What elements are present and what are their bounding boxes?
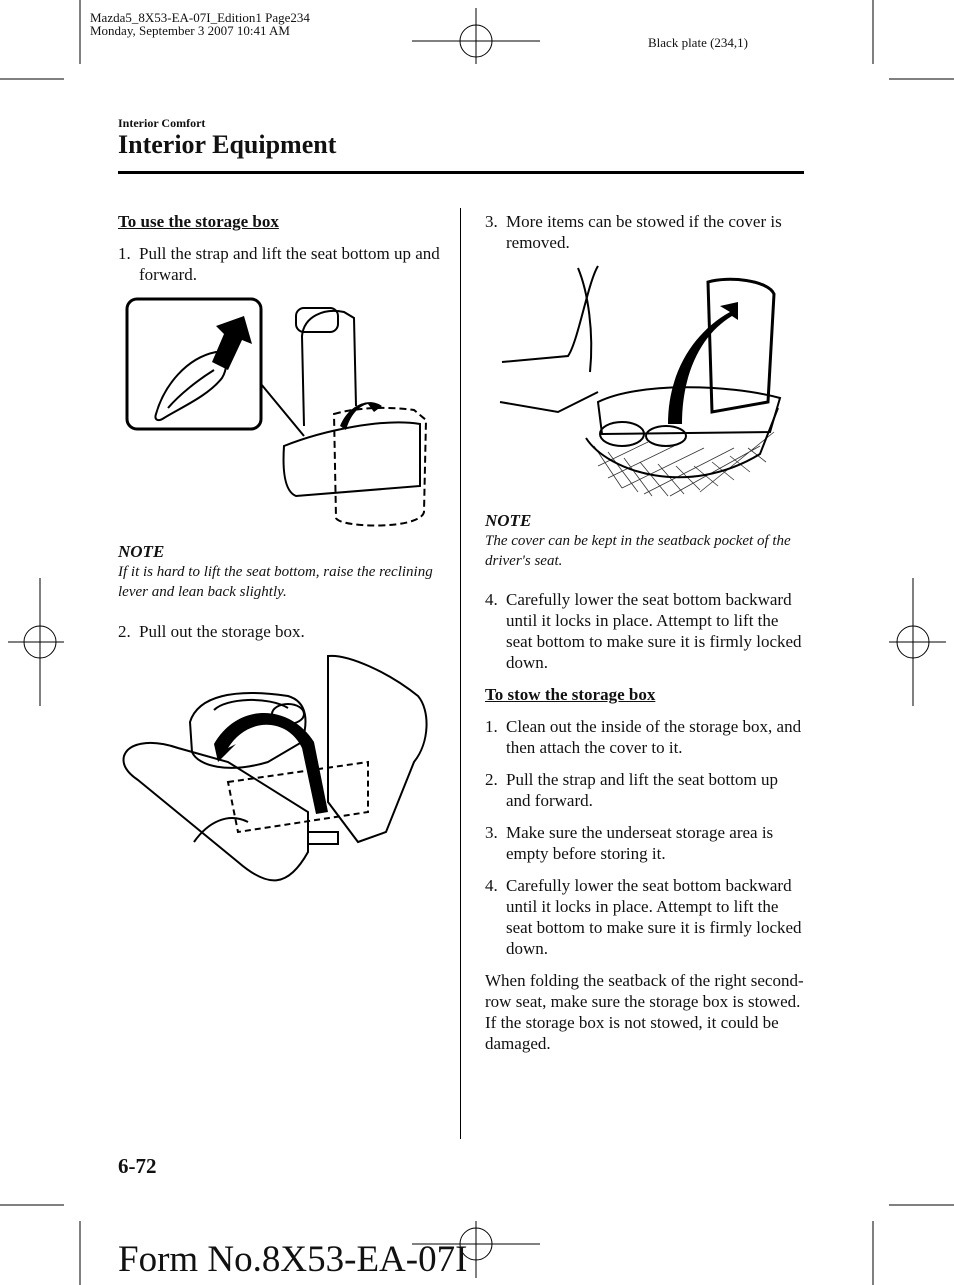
list-item: 1.Pull the strap and lift the seat botto… [118, 244, 440, 284]
list-item: 2.Pull the strap and lift the seat botto… [485, 770, 778, 810]
list-item: 3.Make sure the underseat storage area i… [485, 823, 774, 863]
cover-removed-illustration [499, 265, 782, 497]
title-rule [118, 171, 804, 174]
note-heading: NOTE [118, 542, 165, 561]
note-heading: NOTE [485, 511, 532, 530]
note-text: If it is hard to lift the seat bottom, r… [118, 564, 433, 600]
page-title: Interior Equipment [118, 130, 337, 159]
list-item: 4.Carefully lower the seat bottom backwa… [485, 590, 802, 672]
note-text: The cover can be kept in the seatback po… [485, 533, 791, 569]
right-note: NOTE The cover can be kept in the seatba… [485, 511, 805, 571]
left-note: NOTE If it is hard to lift the seat bott… [118, 542, 448, 602]
list-item: 2.Pull out the storage box. [118, 622, 305, 641]
seat-lift-illustration [125, 297, 428, 527]
plate-label: Black plate (234,1) [648, 35, 748, 50]
left-column: To use the storage box 1.Pull the strap … [118, 211, 448, 296]
form-number: Form No.8X53-EA-07I [118, 1239, 468, 1280]
use-heading: To use the storage box [118, 212, 279, 231]
date-line: Monday, September 3 2007 10:41 AM [90, 23, 290, 38]
stow-heading: To stow the storage box [485, 685, 656, 704]
column-divider [460, 208, 461, 1139]
list-item: 3.More items can be stowed if the cover … [485, 212, 782, 252]
closing-paragraph: When folding the seatback of the right s… [485, 971, 804, 1053]
file-line: Mazda5_8X53-EA-07I_Edition1 Page234 [90, 10, 310, 25]
page-number: 6-72 [118, 1154, 157, 1178]
left-step2: 2.Pull out the storage box. [118, 621, 448, 653]
list-item: 1.Clean out the inside of the storage bo… [485, 717, 802, 757]
right-body: 4.Carefully lower the seat bottom backwa… [485, 589, 805, 1054]
right-step3: 3.More items can be stowed if the cover … [485, 211, 805, 264]
section-label: Interior Comfort [118, 116, 206, 130]
pull-out-box-illustration [122, 654, 428, 882]
list-item: 4.Carefully lower the seat bottom backwa… [485, 876, 802, 958]
stow-steps: 1.Clean out the inside of the storage bo… [485, 716, 805, 959]
